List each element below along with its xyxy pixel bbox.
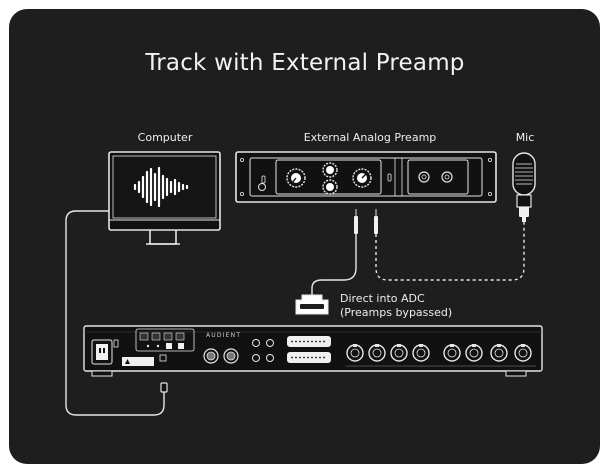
adc-note-line1: Direct into ADC (340, 292, 425, 305)
db25-connector-icon (295, 294, 329, 315)
usb-connector (160, 382, 168, 393)
preamp-label: External Analog Preamp (303, 131, 437, 144)
waveform-icon (133, 166, 189, 208)
brand-label: AUDIENT (206, 332, 241, 339)
diagram-title: Track with External Preamp (145, 50, 465, 76)
mic-label: Mic (515, 131, 535, 144)
preamp-output-cables (311, 209, 525, 295)
usb-cable (65, 210, 165, 416)
audio-interface-rear-panel: AUDIENT (83, 325, 543, 377)
computer-monitor-icon (108, 151, 221, 245)
diagram-panel (9, 9, 600, 464)
adc-note-line2: (Preamps bypassed) (340, 306, 453, 319)
microphone-icon (512, 152, 536, 222)
combo-input-jacks (346, 344, 532, 362)
preamp-knobs (286, 162, 372, 195)
computer-label: Computer (137, 131, 193, 144)
adc-note: Direct into ADC (Preamps bypassed) (340, 292, 452, 320)
